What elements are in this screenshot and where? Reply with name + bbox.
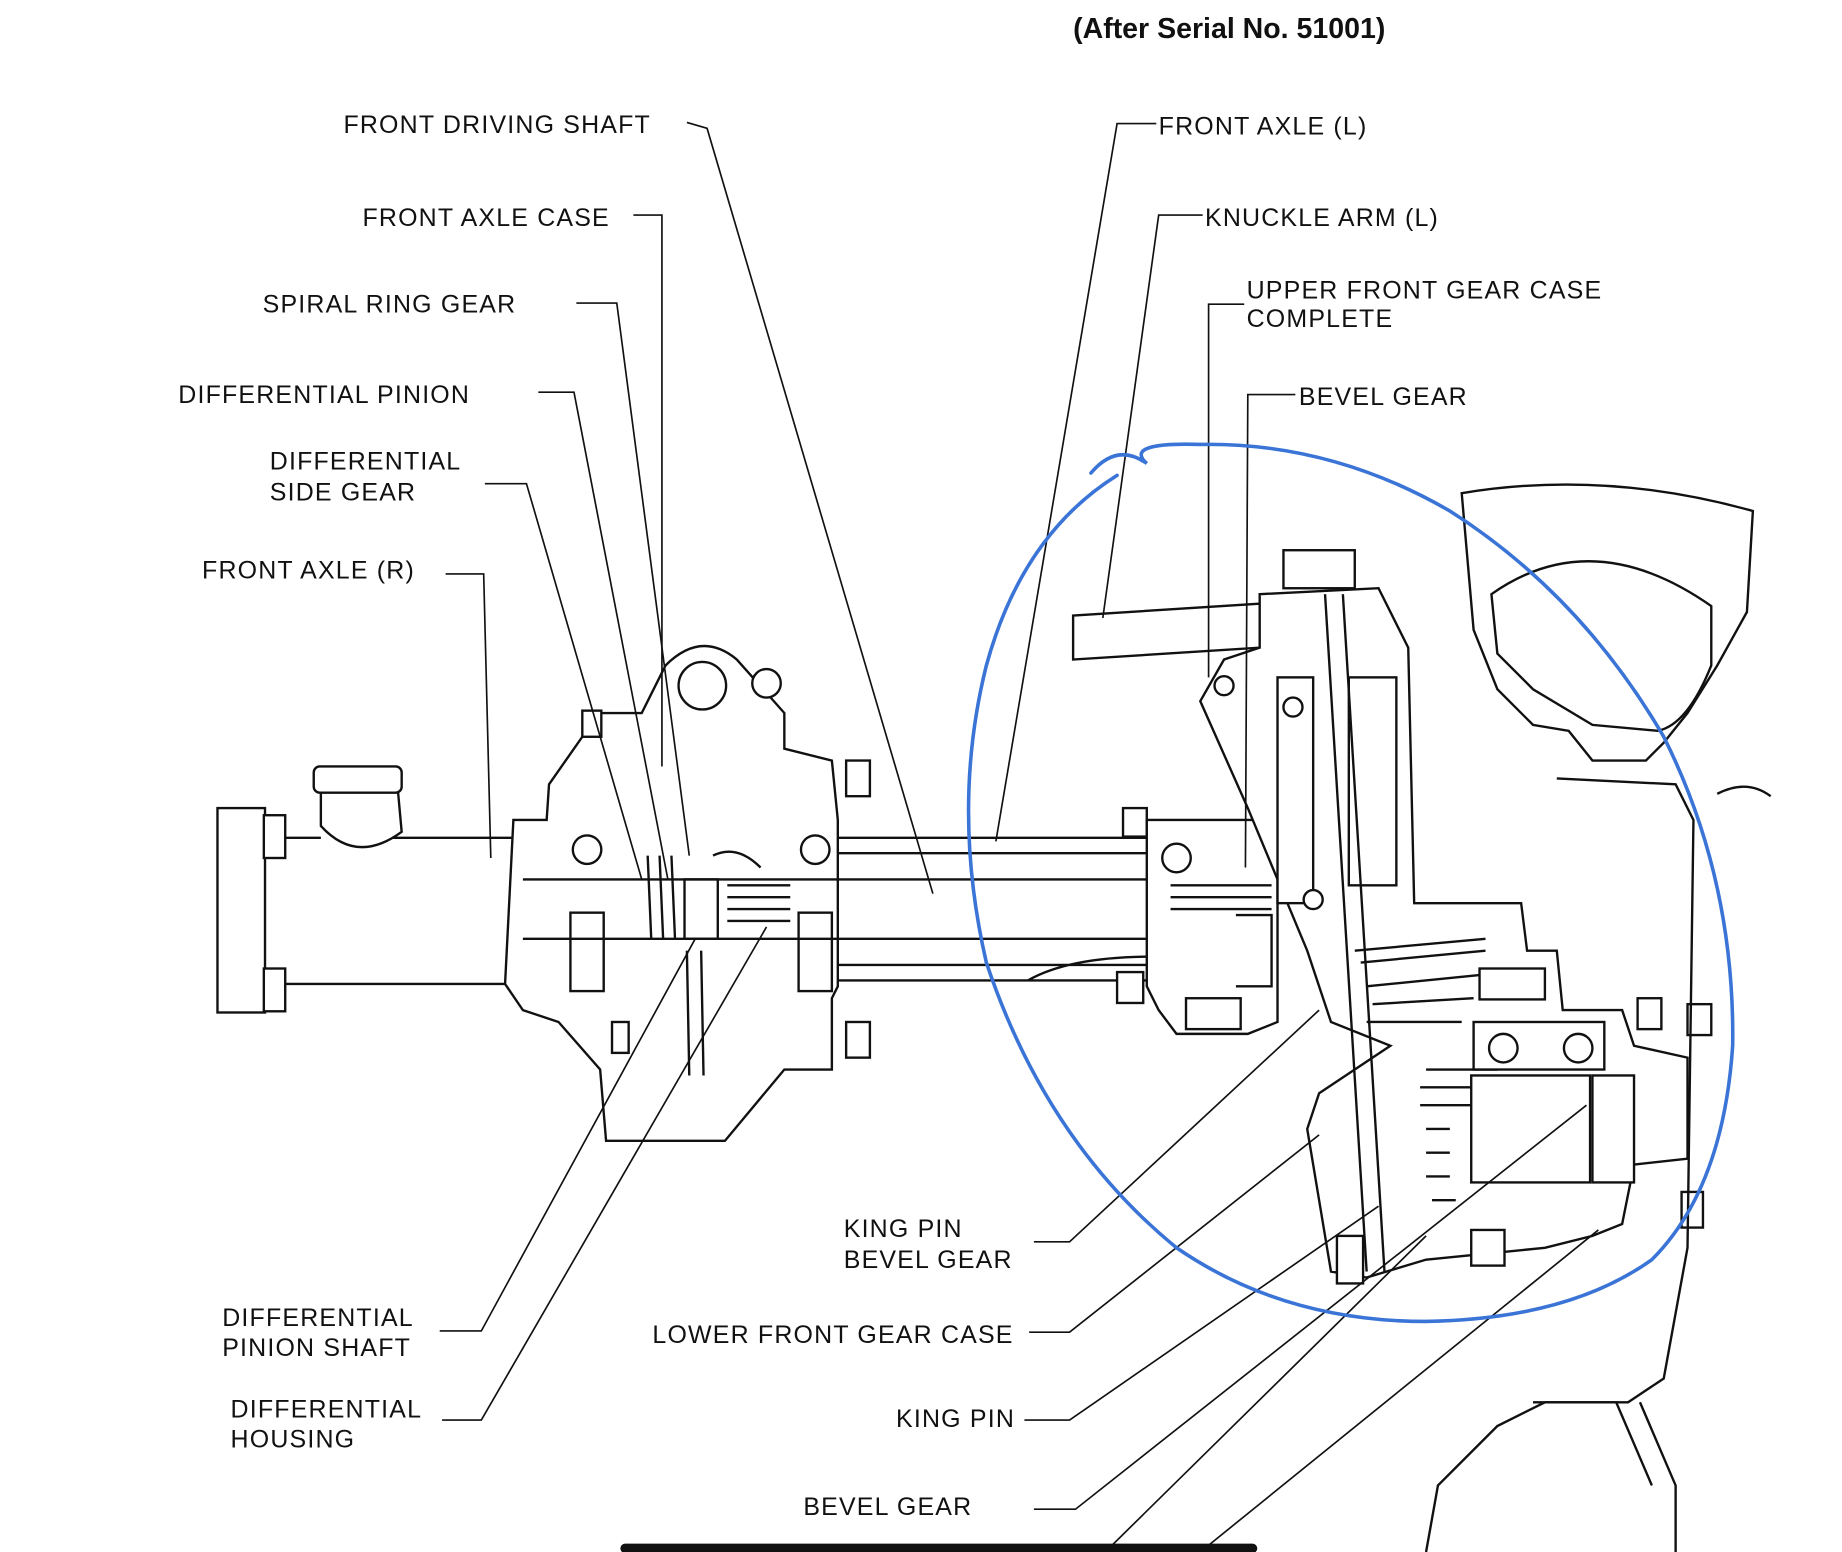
label-front-axle-l: FRONT AXLE (L) xyxy=(1159,112,1368,140)
seal xyxy=(1184,997,1242,1031)
label-upper-front-gear-case-1: UPPER FRONT GEAR CASE xyxy=(1247,276,1603,304)
top-nut xyxy=(1282,549,1356,590)
label-differential-housing-1: DIFFERENTIAL xyxy=(231,1396,423,1424)
axle-flange xyxy=(216,806,267,1014)
leader-lines xyxy=(439,121,1599,1552)
label-differential-side-gear-2: SIDE GEAR xyxy=(270,478,417,506)
label-differential-pinion-shaft-1: DIFFERENTIAL xyxy=(222,1304,414,1332)
axle-assembly-drawing xyxy=(216,483,1772,1552)
tire-upper xyxy=(1460,483,1755,762)
label-front-axle-case: FRONT AXLE CASE xyxy=(362,204,609,232)
label-front-driving-shaft: FRONT DRIVING SHAFT xyxy=(343,111,651,139)
home-indicator[interactable] xyxy=(620,1543,1258,1552)
knuckle-arm xyxy=(1071,602,1261,661)
label-spiral-ring-gear: SPIRAL RING GEAR xyxy=(263,291,517,319)
label-king-pin-bevel-gear-2: BEVEL GEAR xyxy=(844,1246,1013,1274)
label-bevel-gear-lower: BEVEL GEAR xyxy=(803,1493,972,1521)
seal-2 xyxy=(1478,967,1547,1001)
label-king-pin: KING PIN xyxy=(896,1405,1015,1433)
label-differential-pinion-shaft-2: PINION SHAFT xyxy=(222,1334,411,1362)
label-king-pin-bevel-gear-1: KING PIN xyxy=(844,1215,963,1243)
label-differential-housing-2: HOUSING xyxy=(231,1425,356,1453)
label-differential-side-gear-1: DIFFERENTIAL xyxy=(270,447,462,475)
label-differential-pinion: DIFFERENTIAL PINION xyxy=(178,381,470,409)
label-lower-front-gear-case: LOWER FRONT GEAR CASE xyxy=(652,1321,1013,1349)
label-front-axle-r: FRONT AXLE (R) xyxy=(202,557,415,585)
label-bevel-gear-upper: BEVEL GEAR xyxy=(1299,383,1468,411)
annotation-circle xyxy=(966,442,1735,1324)
serial-note: (After Serial No. 51001) xyxy=(1073,13,1385,45)
label-upper-front-gear-case-2: COMPLETE xyxy=(1247,305,1394,333)
label-knuckle-arm-l: KNUCKLE ARM (L) xyxy=(1205,204,1439,232)
